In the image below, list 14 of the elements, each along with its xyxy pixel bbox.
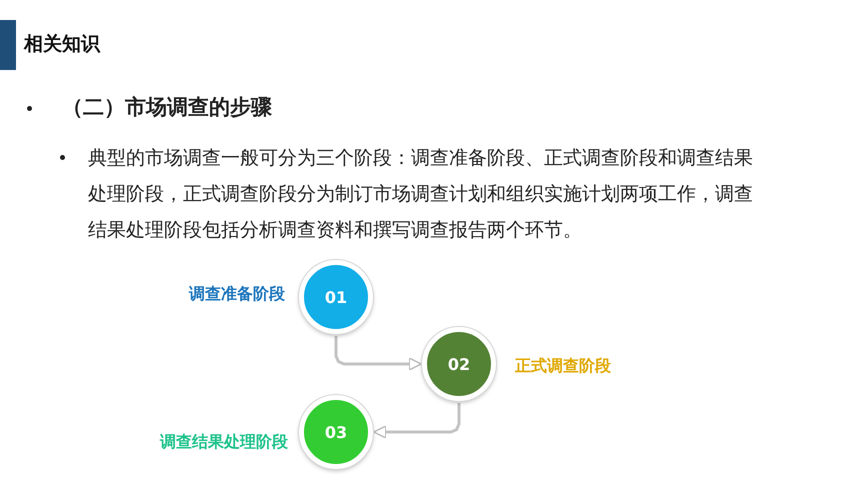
stage-label: 正式调查阶段	[515, 356, 612, 377]
step-circle	[299, 395, 373, 469]
arrow	[334, 336, 422, 371]
slide-title: 相关知识	[24, 32, 100, 57]
step-number: 02	[448, 354, 470, 374]
arrow	[373, 403, 460, 439]
section-heading: （二）市场调查的步骤	[62, 94, 273, 121]
stage-label: 调查准备阶段	[188, 284, 285, 305]
step-circle	[422, 327, 496, 401]
step-number: 03	[324, 422, 348, 442]
stage-label: 调查结果处理阶段	[158, 432, 288, 453]
step-circle	[299, 260, 373, 334]
step-number: 01	[324, 288, 348, 306]
body-paragraph: 典型的市场调查一般可分为三个阶段：调查准备阶段、正式调查阶段和调查结果处理阶段，正式调查阶段分为制订市场调查计划和组织实施计划两项工作，调查结果处理阶段包括分析调查资料和撰写调查报告两个环节。	[88, 146, 754, 243]
